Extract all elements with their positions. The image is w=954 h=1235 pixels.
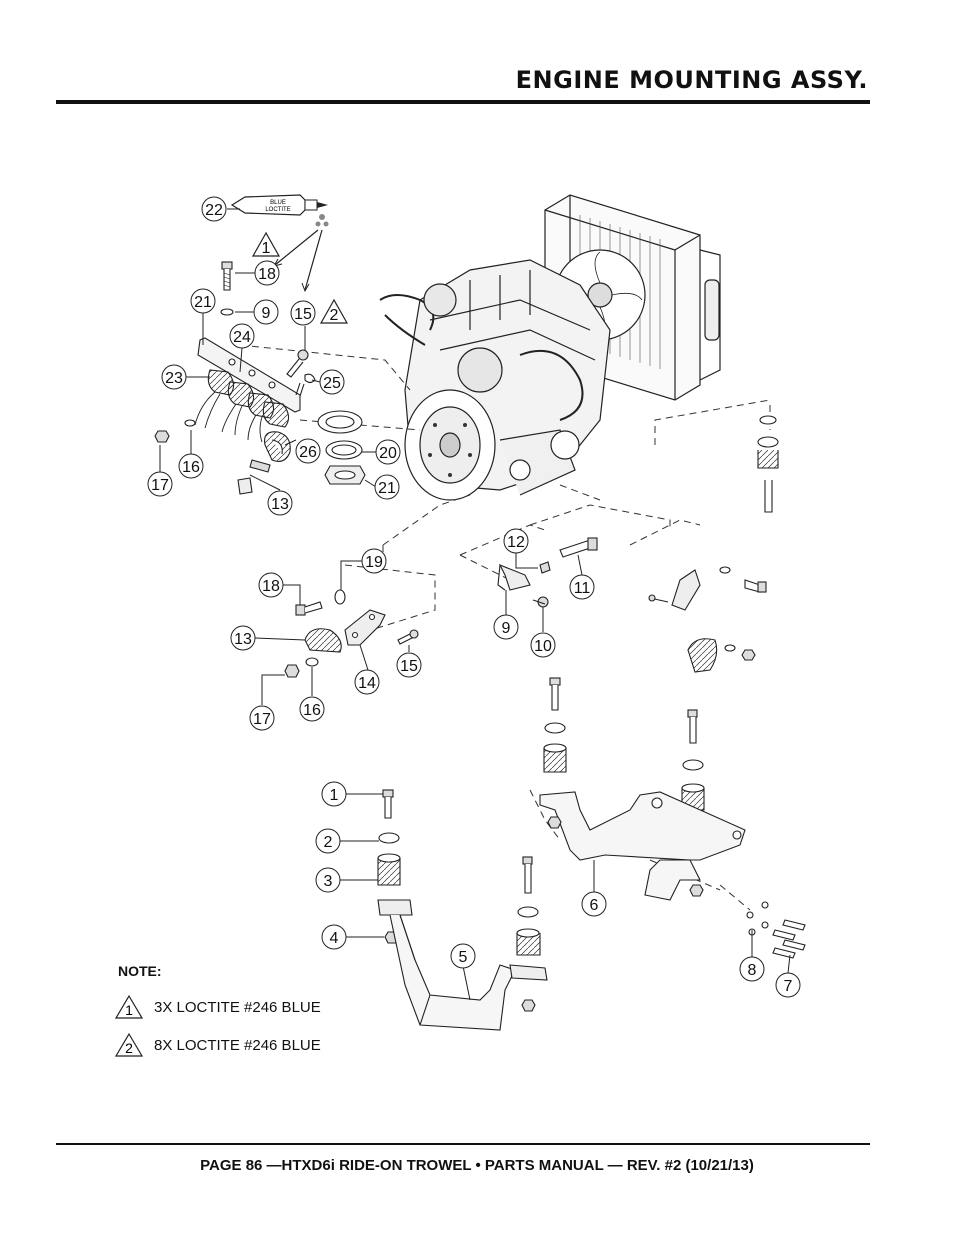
svg-text:23: 23	[165, 370, 183, 387]
svg-text:26: 26	[299, 444, 317, 461]
svg-text:22: 22	[205, 202, 223, 219]
svg-text:4: 4	[330, 930, 339, 947]
callout-23: 23	[161, 364, 187, 390]
footer-rule	[56, 1143, 870, 1145]
svg-text:2: 2	[330, 307, 339, 324]
callout-13b: 13	[230, 625, 256, 651]
callout-5: 5	[450, 943, 476, 969]
svg-text:3: 3	[324, 873, 333, 890]
svg-text:1: 1	[262, 240, 271, 257]
svg-text:24: 24	[233, 329, 251, 346]
callout-6: 6	[581, 891, 607, 917]
callout-15b: 15	[396, 652, 422, 678]
svg-text:15: 15	[294, 306, 312, 323]
callout-14: 14	[354, 669, 380, 695]
callout-18: 18	[254, 260, 280, 286]
svg-text:21: 21	[378, 480, 396, 497]
callout-9: 9	[253, 299, 279, 325]
note-heading: NOTE:	[118, 963, 162, 979]
callout-21b: 21	[374, 474, 400, 500]
svg-text:2: 2	[125, 1040, 133, 1056]
loctite-tube: BLUE LOCTITE	[230, 194, 329, 293]
callout-9b: 9	[493, 614, 519, 640]
svg-text:1: 1	[330, 787, 339, 804]
callout-13: 13	[267, 490, 293, 516]
note-item-1: 1 3X LOCTITE #246 BLUE	[114, 994, 321, 1020]
svg-text:21: 21	[194, 294, 212, 311]
callout-1: 1	[321, 781, 347, 807]
svg-text:2: 2	[324, 834, 333, 851]
svg-text:18: 18	[262, 578, 280, 595]
callout-24: 24	[229, 323, 255, 349]
warning-triangle-icon: 1	[114, 994, 144, 1019]
callout-16: 16	[178, 453, 204, 479]
svg-text:1: 1	[125, 1002, 133, 1018]
callout-16b: 16	[299, 696, 325, 722]
tube-label-line1: BLUE	[270, 200, 286, 206]
page-footer: PAGE 86 —HTXD6i RIDE-ON TROWEL • PARTS M…	[200, 1157, 754, 1174]
callout-26: 26	[295, 438, 321, 464]
svg-text:19: 19	[365, 554, 383, 571]
callout-19: 19	[361, 548, 387, 574]
center-bracket-parts	[497, 537, 598, 608]
svg-text:13: 13	[271, 496, 289, 513]
svg-text:25: 25	[323, 375, 341, 392]
engine-illustration	[379, 194, 721, 501]
svg-text:12: 12	[507, 534, 525, 551]
warning-triangle-icon: 2	[114, 1032, 144, 1057]
callout-2: 2	[315, 828, 341, 854]
svg-text:13: 13	[234, 631, 252, 648]
callout-17b: 17	[249, 705, 275, 731]
engine-mount-bracket-6	[539, 677, 806, 959]
svg-text:11: 11	[574, 580, 591, 597]
svg-text:9: 9	[502, 620, 511, 637]
callout-20: 20	[375, 439, 401, 465]
svg-text:6: 6	[590, 897, 599, 914]
engine-mount-bracket-5	[377, 789, 548, 1031]
note-text: 8X LOCTITE #246 BLUE	[154, 1036, 321, 1054]
tube-label-line2: LOCTITE	[265, 207, 290, 213]
callout-4: 4	[321, 924, 347, 950]
note-text: 3X LOCTITE #246 BLUE	[154, 998, 321, 1016]
callout-leaders	[159, 208, 791, 1001]
callout-21: 21	[190, 288, 216, 314]
callout-17: 17	[147, 471, 173, 497]
page-title: ENGINE MOUNTING ASSY.	[515, 66, 868, 94]
callout-25: 25	[319, 369, 345, 395]
svg-text:8: 8	[748, 962, 757, 979]
svg-text:10: 10	[534, 638, 552, 655]
callout-10: 10	[530, 632, 556, 658]
callout-11: 11	[569, 574, 595, 600]
callout-12: 12	[503, 528, 529, 554]
svg-text:17: 17	[151, 477, 169, 494]
callout-markers: 22 18 21 9 24 15 23 25 17 16 26 20 21 13…	[147, 196, 801, 998]
header-rule	[56, 100, 870, 104]
svg-text:15: 15	[400, 658, 418, 675]
svg-text:5: 5	[459, 949, 468, 966]
callout-8: 8	[739, 956, 765, 982]
note-item-2: 2 8X LOCTITE #246 BLUE	[114, 1032, 321, 1058]
callout-22: 22	[201, 196, 227, 222]
svg-text:18: 18	[258, 266, 276, 283]
middle-clamp-parts	[284, 589, 419, 678]
svg-text:14: 14	[358, 675, 376, 692]
svg-text:20: 20	[379, 445, 397, 462]
svg-text:16: 16	[182, 459, 200, 476]
warning-triangle-1: 1	[251, 231, 281, 257]
callout-18b: 18	[258, 572, 284, 598]
callout-15: 15	[290, 300, 316, 326]
svg-text:16: 16	[303, 702, 321, 719]
harness-clamp-parts	[154, 261, 366, 495]
svg-text:17: 17	[253, 711, 271, 728]
warning-triangle-2: 2	[319, 298, 349, 324]
svg-text:9: 9	[262, 305, 271, 322]
callout-7: 7	[775, 972, 801, 998]
svg-text:7: 7	[784, 978, 793, 995]
right-mount-parts	[648, 415, 779, 673]
callout-3: 3	[315, 867, 341, 893]
